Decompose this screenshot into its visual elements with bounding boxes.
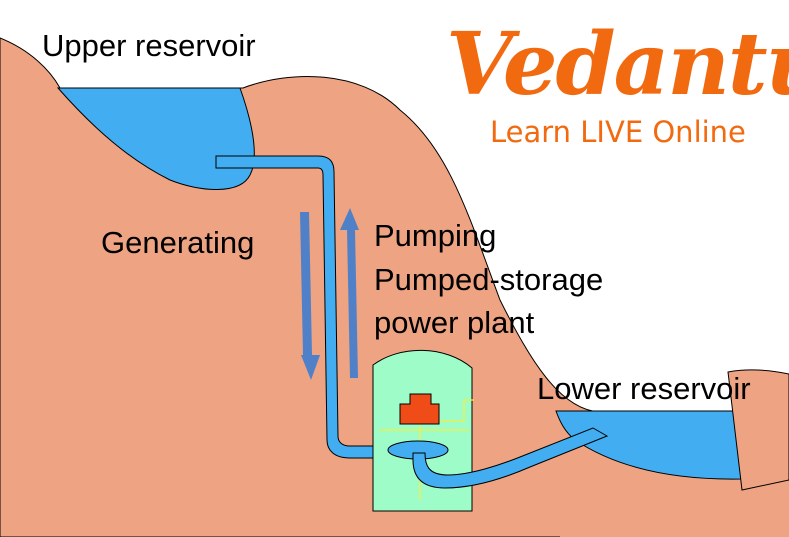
- generator: [399, 393, 440, 425]
- right-bank: [727, 369, 789, 491]
- power-plant-building: [372, 349, 473, 512]
- tailrace-pipe: [412, 427, 609, 489]
- pumping-label: Pumping: [374, 218, 497, 253]
- plant-title-line1: Pumped-storage: [374, 262, 604, 297]
- plant-title-line2: power plant: [374, 305, 535, 340]
- upper-reservoir-water: [56, 87, 255, 190]
- brand-tagline: Learn LIVE Online: [490, 115, 746, 149]
- lower-reservoir-water: [555, 410, 742, 480]
- brand-name: Vedantu: [446, 14, 789, 115]
- pumping-arrow: [340, 208, 359, 378]
- generating-label: Generating: [101, 225, 255, 260]
- generating-arrow: [300, 212, 320, 380]
- upper-reservoir-label: Upper reservoir: [42, 28, 256, 63]
- lower-reservoir-label: Lower reservoir: [537, 371, 751, 406]
